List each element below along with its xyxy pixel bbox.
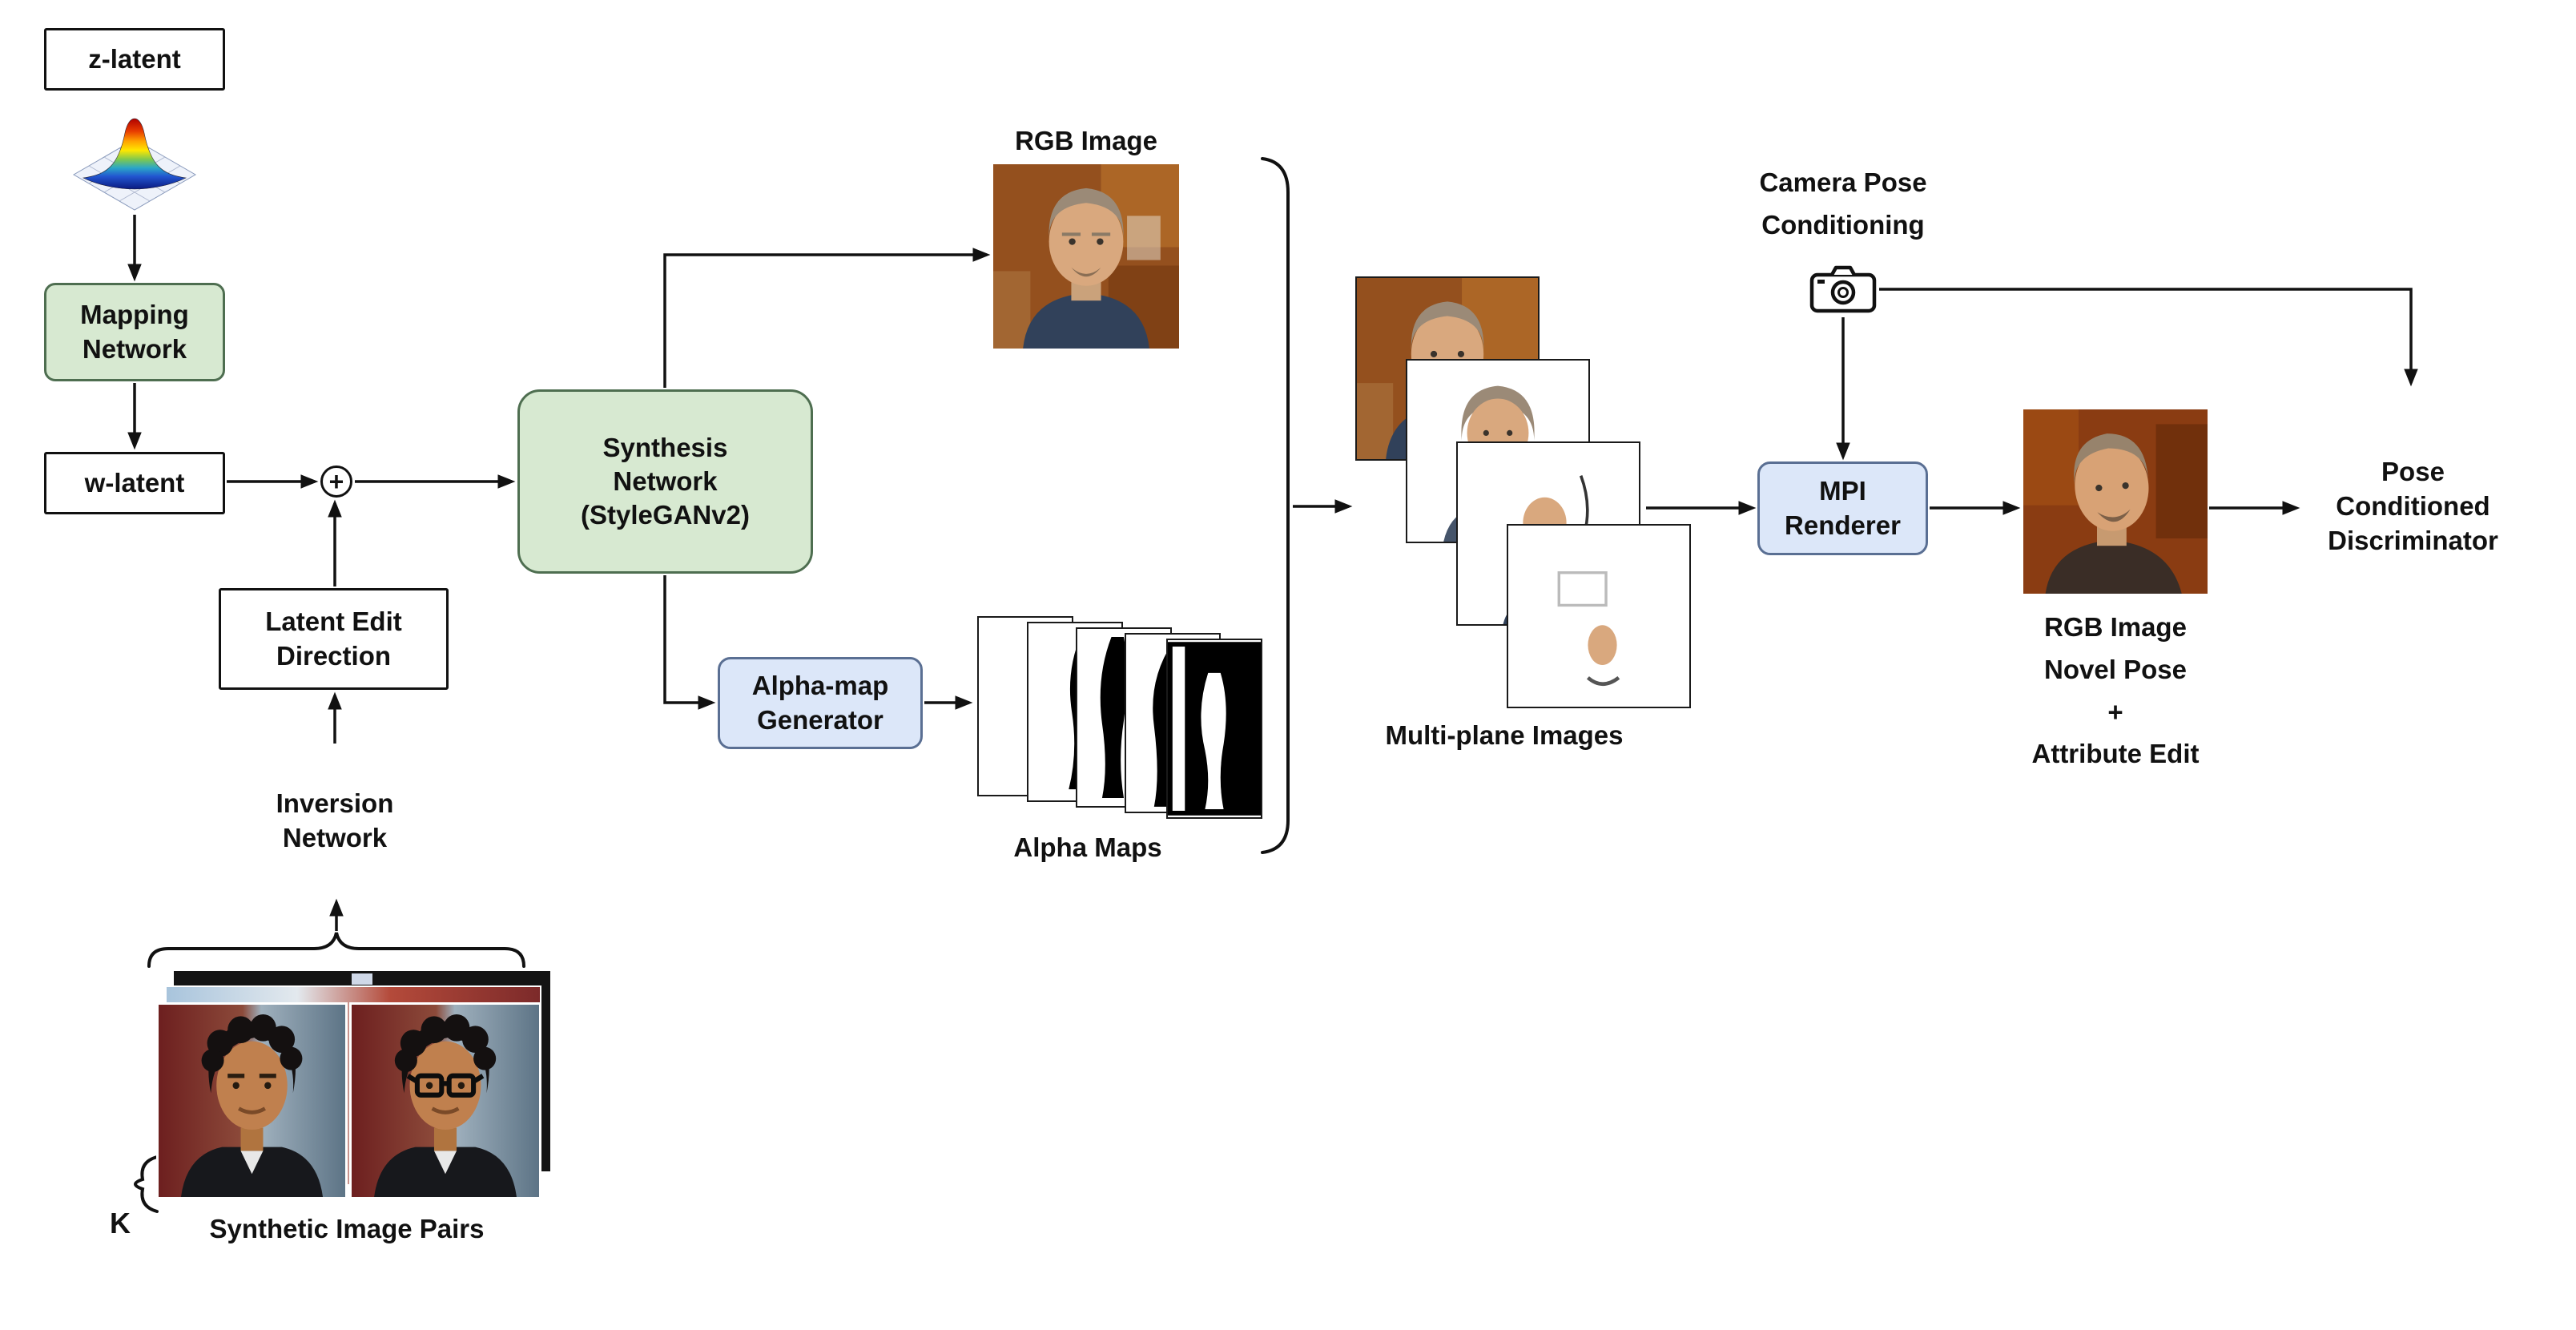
glasses-icon (406, 1073, 485, 1098)
mpi-plane-4 (1507, 524, 1691, 708)
rgb-image-photo (993, 164, 1179, 349)
alpha-map-panel-5 (1166, 639, 1262, 819)
mapping-network-box: Mapping Network (44, 283, 225, 381)
z-latent-box: z-latent (44, 28, 225, 91)
gaussian-distribution-plot (70, 95, 199, 212)
synthetic-pair-photo-right (349, 1002, 541, 1199)
synthetic-pair-photo-left (156, 1002, 348, 1199)
alpha-maps-label: Alpha Maps (1013, 832, 1162, 862)
camera-pose-conditioning-label: Camera Pose Conditioning (1759, 167, 1927, 240)
rgb-novel-pose-label: RGB Image Novel Pose + Attribute Edit (2031, 612, 2200, 769)
pair-stack-back-highlight (352, 973, 372, 985)
arrow-synthesis-to-rgb (663, 248, 991, 388)
novel-pose-photo (2023, 409, 2208, 594)
rgb-image-label: RGB Image (1015, 126, 1157, 155)
inversion-network-trapezoid: Inversion Network (276, 788, 394, 852)
mpi-renderer-box: MPI Renderer (1757, 461, 1928, 555)
arrow-synthesis-to-alpha-generator (663, 575, 716, 710)
camera-icon (1809, 264, 1878, 314)
sum-operator: + (320, 466, 352, 498)
w-latent-box: w-latent (44, 452, 225, 514)
latent-edit-direction-box: Latent Edit Direction (219, 588, 449, 690)
output-collect-bracket (1261, 157, 1290, 854)
multi-plane-images-label: Multi-plane Images (1385, 720, 1624, 750)
image-stack-brace (147, 932, 525, 968)
pose-conditioned-discriminator-trapezoid: Pose Conditioned Discriminator (2328, 457, 2498, 555)
synthesis-network-box: Synthesis Network (StyleGANv2) (517, 389, 813, 574)
synthetic-image-pairs-label: Synthetic Image Pairs (209, 1214, 485, 1243)
k-count-label: K (110, 1207, 131, 1239)
alpha-map-generator-box: Alpha-map Generator (718, 657, 923, 749)
